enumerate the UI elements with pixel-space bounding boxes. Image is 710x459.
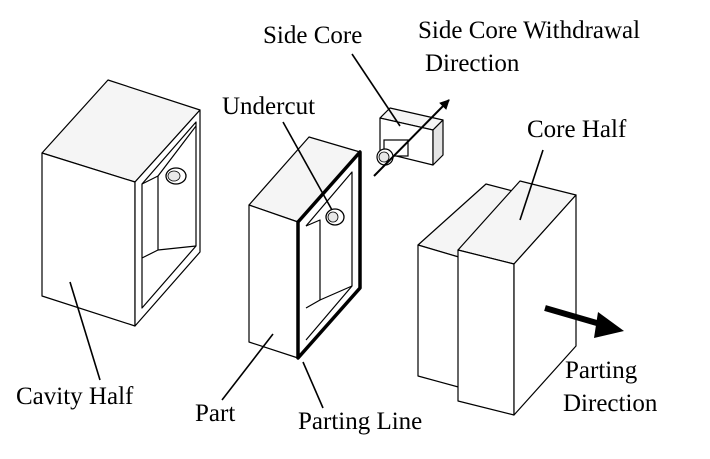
parting-line-leader — [302, 361, 324, 409]
side-core-withdrawal-label-line1: Side Core Withdrawal — [418, 17, 641, 44]
part-parting-line — [296, 150, 362, 360]
side-core-label: Side Core — [263, 22, 363, 49]
parting-direction-arrowhead — [594, 312, 624, 338]
part-leader — [221, 333, 274, 401]
undercut-label: Undercut — [222, 93, 316, 120]
part-block — [248, 136, 362, 360]
parting-direction-label-line2: Direction — [563, 390, 658, 417]
side-core-withdrawal-arrow — [373, 99, 450, 177]
cavity-half-open-face — [134, 109, 201, 327]
core-half-side-face — [513, 194, 577, 416]
undercut-leader — [282, 121, 333, 211]
part-front-face — [248, 204, 299, 359]
part-label: Part — [195, 400, 236, 427]
cavity-half-front-face — [41, 152, 136, 327]
side-core-withdrawal-label-line2: Direction — [425, 50, 520, 77]
parting-direction-label-line1: Parting — [565, 357, 638, 384]
core-half-front-face — [457, 249, 515, 416]
side-core-leader — [351, 53, 401, 127]
cavity-half-label: Cavity Half — [16, 383, 134, 410]
core-half-leader — [519, 149, 544, 221]
parting-line-label: Parting Line — [298, 408, 423, 435]
cavity-half-block — [41, 79, 201, 327]
core-half-block — [417, 180, 577, 416]
core-half-label: Core Half — [527, 116, 627, 143]
cavity-half-leader — [69, 281, 101, 381]
